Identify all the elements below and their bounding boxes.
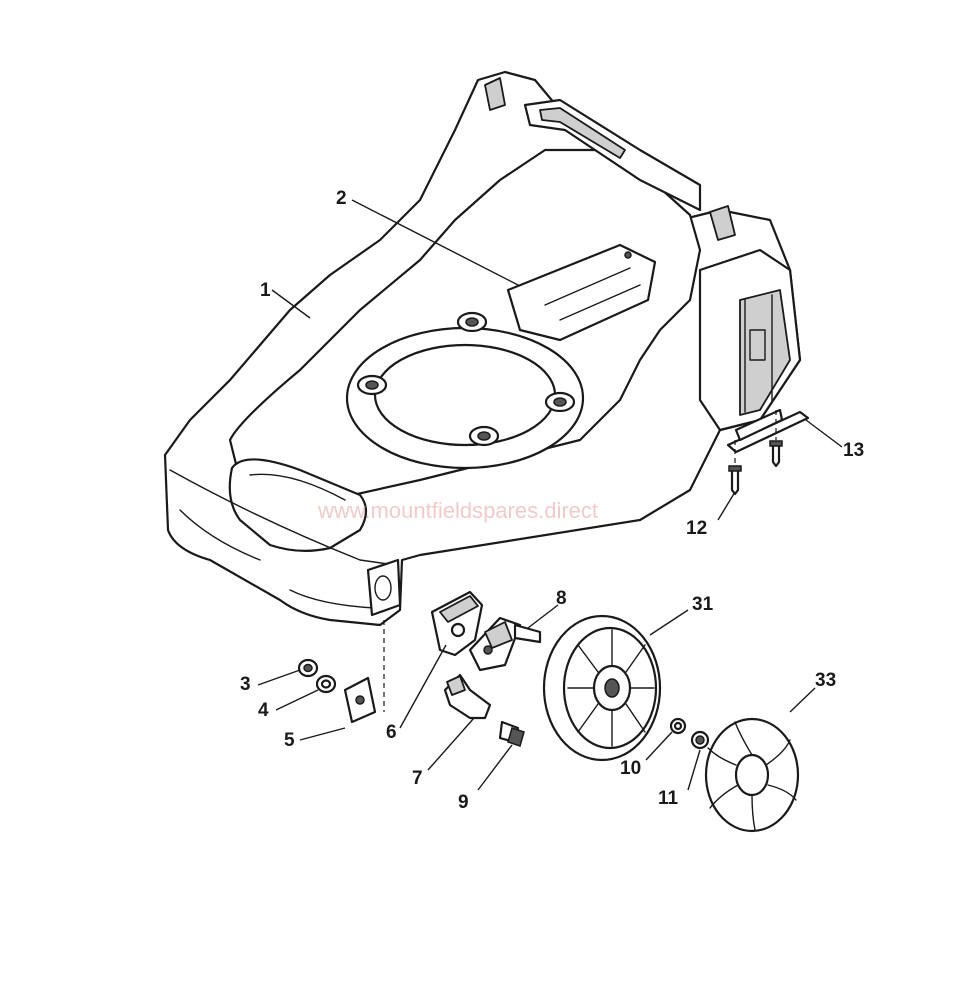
callout-12: 12 (686, 518, 707, 539)
callout-8: 8 (556, 588, 567, 609)
adjust-lever (443, 673, 492, 720)
wheel-pivot-bracket (468, 616, 542, 672)
nut (297, 658, 319, 678)
height-adjuster-plate (430, 590, 484, 657)
wheel-bolt (498, 720, 525, 747)
watermark-text: www.mountfieldspares.direct (317, 498, 598, 523)
callout-31: 31 (692, 594, 714, 615)
callout-33: 33 (815, 670, 836, 691)
callout-3: 3 (240, 674, 251, 695)
wheel (542, 614, 662, 762)
callout-9: 9 (458, 792, 469, 813)
callout-2: 2 (336, 188, 347, 209)
callout-4: 4 (258, 700, 269, 721)
wheel-washer (669, 717, 687, 735)
callout-7: 7 (412, 768, 423, 789)
callout-10: 10 (620, 758, 641, 779)
callout-1: 1 (260, 280, 271, 301)
screw-left (728, 465, 742, 496)
washer (315, 674, 337, 694)
callout-11: 11 (658, 788, 679, 809)
callout-6: 6 (386, 722, 397, 743)
mower-deck (163, 70, 802, 627)
mounting-plate (343, 676, 377, 724)
wheel-nut (690, 730, 710, 750)
callout-5: 5 (284, 730, 295, 751)
wheel-hubcap (704, 717, 800, 833)
screw-right (769, 440, 783, 468)
callout-13: 13 (843, 440, 864, 461)
cover-plate (506, 243, 657, 342)
